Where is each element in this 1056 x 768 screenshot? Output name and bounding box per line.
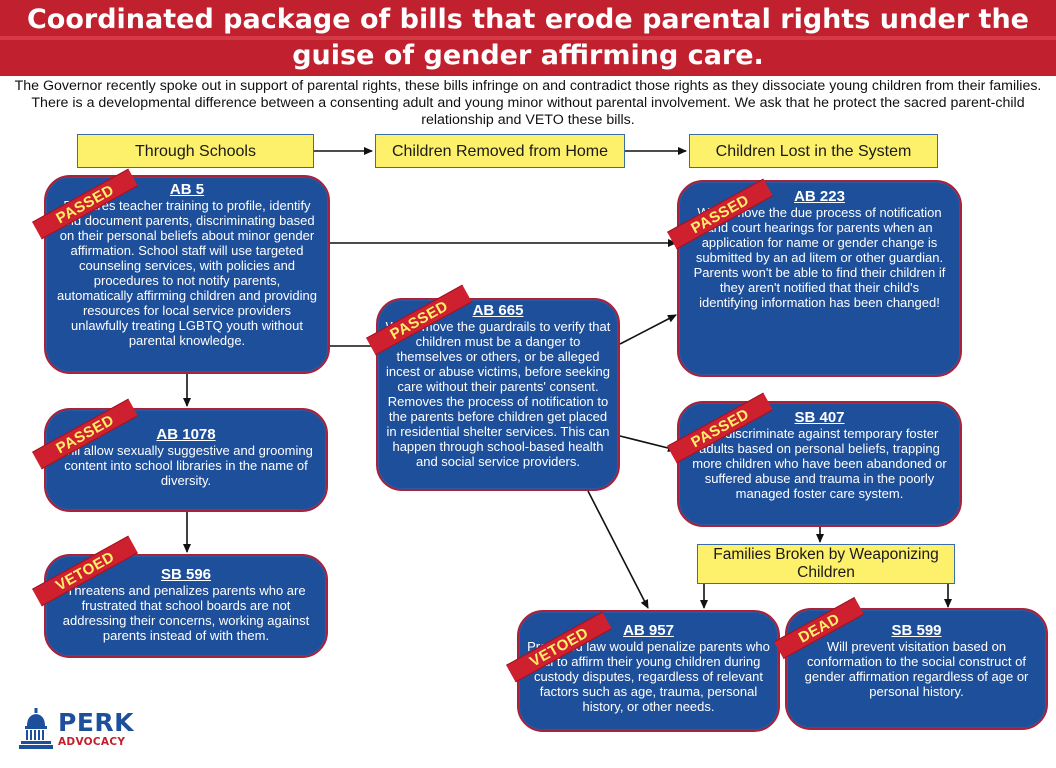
title-banner: Coordinated package of bills that erode … bbox=[0, 0, 1056, 76]
bill-description: Will remove the due process of notificat… bbox=[693, 205, 946, 310]
title-line-2: guise of gender affirming care. bbox=[292, 40, 764, 71]
bill-name: SB 407 bbox=[794, 409, 845, 426]
stage-children-lost: Children Lost in the System bbox=[689, 134, 938, 168]
arrow-ab665-to-ab223 bbox=[619, 314, 677, 345]
title-line-1: Coordinated package of bills that erode … bbox=[26, 4, 1029, 35]
bill-name: SB 599 bbox=[891, 622, 942, 639]
bill-ab957: AB 957 Proposed law would penalize paren… bbox=[517, 610, 780, 732]
intro-text: The Governor recently spoke out in suppo… bbox=[14, 78, 1042, 128]
bill-name: AB 957 bbox=[623, 622, 674, 639]
bill-description: Proposed law would penalize parents who … bbox=[527, 639, 770, 714]
bill-description: Will prevent visitation based on conform… bbox=[804, 639, 1029, 699]
bill-description: Will remove the guardrails to verify tha… bbox=[385, 319, 611, 469]
bill-description: Will discriminate against temporary fost… bbox=[692, 426, 947, 501]
stage-families-broken: Families Broken by Weaponizing Children bbox=[697, 544, 955, 584]
bill-name: AB 1078 bbox=[156, 426, 216, 443]
perk-advocacy-logo: PERK ADVOCACY bbox=[18, 706, 158, 754]
banner-stripe bbox=[0, 36, 1056, 40]
stage-through-schools: Through Schools bbox=[77, 134, 314, 168]
bill-name: AB 665 bbox=[472, 302, 524, 319]
arrow-ab665-to-ab957 bbox=[587, 490, 649, 609]
bill-ab1078: AB 1078 Will allow sexually suggestive a… bbox=[44, 408, 328, 512]
stage-children-removed: Children Removed from Home bbox=[375, 134, 625, 168]
bill-description: Requires teacher training to profile, id… bbox=[57, 198, 317, 348]
bill-name: SB 596 bbox=[160, 566, 212, 583]
bill-name: AB 5 bbox=[169, 181, 205, 198]
bill-ab223: AB 223 Will remove the due process of no… bbox=[677, 180, 962, 377]
bill-description: Threatens and penalizes parents who are … bbox=[62, 583, 310, 643]
logo-subtitle: ADVOCACY bbox=[58, 736, 126, 748]
logo-wordmark: PERK bbox=[58, 708, 135, 737]
bill-name: AB 223 bbox=[794, 188, 845, 205]
capitol-dome-icon bbox=[19, 708, 53, 749]
bill-ab665: AB 665 Will remove the guardrails to ver… bbox=[376, 298, 620, 491]
bill-description: Will allow sexually suggestive and groom… bbox=[59, 443, 313, 488]
